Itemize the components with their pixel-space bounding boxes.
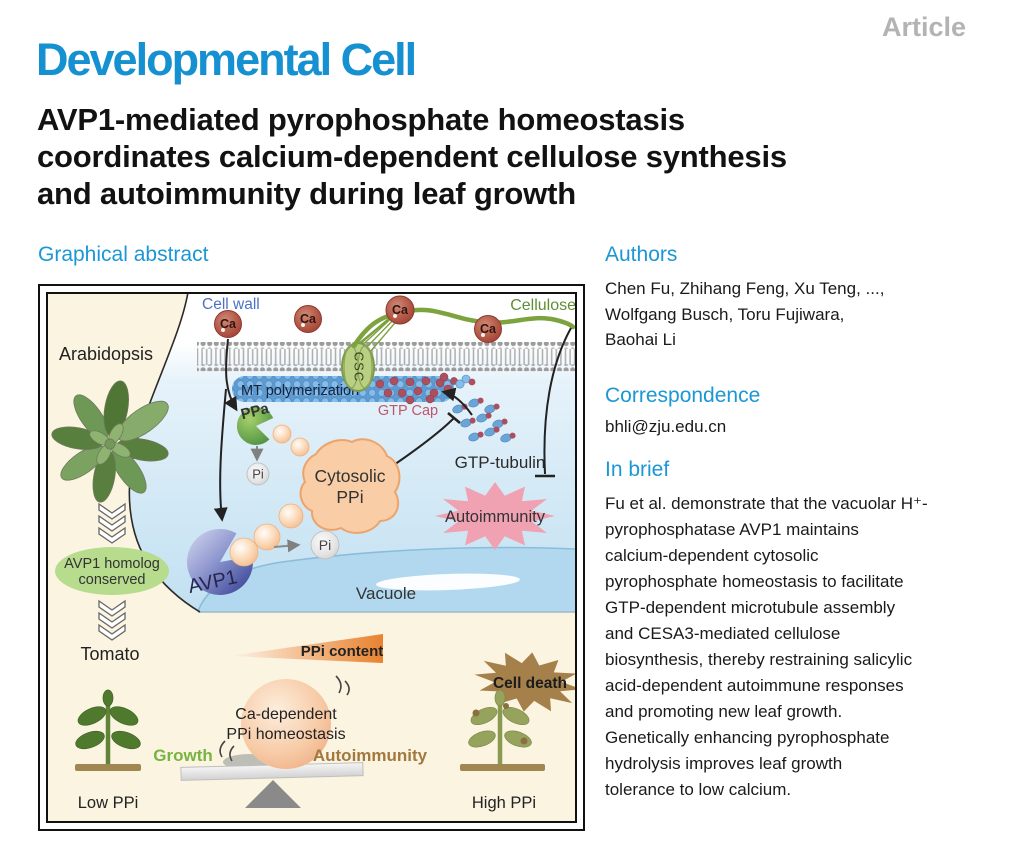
cytosolic-ppi-label-2: PPi xyxy=(336,487,363,507)
in-brief-heading: In brief xyxy=(605,458,670,481)
svg-text:Ca: Ca xyxy=(392,303,409,317)
cytosolic-ppi-pool xyxy=(299,438,401,534)
graphical-abstract-figure: Vacuole MT polymerizat xyxy=(48,294,575,821)
microtubule xyxy=(232,372,476,405)
gtp-cap-beads xyxy=(375,372,458,405)
ca-ion: Ca xyxy=(214,310,242,338)
correspondence-email: bhli@zju.edu.cn xyxy=(605,417,727,436)
high-ppi-label: High PPi xyxy=(472,794,536,812)
graphical-abstract-frame: Vacuole MT polymerizat xyxy=(38,284,585,831)
growth-label: Growth xyxy=(153,746,213,765)
pi-molecule: Pi xyxy=(310,530,340,560)
csc-label: CSC xyxy=(352,352,367,382)
ca-ion: Ca xyxy=(294,305,322,333)
cellulose-label: Cellulose xyxy=(510,297,575,314)
correspondence-section: Correspondence bhli@zju.edu.cn xyxy=(605,384,1009,437)
ppa-label: PPa xyxy=(239,400,271,424)
autoimmunity-balance-label: Autoimmunity xyxy=(313,746,428,765)
mt-polymerization-label: MT polymerization xyxy=(241,383,359,399)
in-brief-section: In brief Fu et al. demonstrate that the … xyxy=(605,458,1009,803)
pi-molecule: Pi xyxy=(246,462,270,486)
ppa-enzyme xyxy=(236,406,274,445)
autoimmunity-label: Autoimmunity xyxy=(445,508,546,526)
in-brief-text: Fu et al. demonstrate that the vacuolar … xyxy=(605,494,928,799)
homolog-label-1: AVP1 homolog xyxy=(64,556,160,572)
ppi-content-gradient xyxy=(230,634,383,663)
arabidopsis-plant xyxy=(51,380,169,503)
calcium-ions: Ca Ca Ca Ca xyxy=(214,295,502,343)
gtp-tubulin-cluster xyxy=(452,397,516,443)
svg-text:Ca: Ca xyxy=(300,312,317,326)
avp1-pump xyxy=(186,528,253,595)
vibration-marks xyxy=(219,675,350,762)
svg-text:Pi: Pi xyxy=(252,467,264,482)
ca-ion: Ca xyxy=(474,315,502,343)
article-type-label: Article xyxy=(881,12,966,42)
cytosolic-ppi-label-1: Cytosolic xyxy=(315,466,386,486)
graphical-abstract-heading: Graphical abstract xyxy=(38,243,209,266)
arabidopsis-label: Arabidopsis xyxy=(59,344,153,364)
balance-label-1: Ca-dependent xyxy=(235,706,337,723)
homolog-label-2: conserved xyxy=(79,572,146,588)
cell-death-label: Cell death xyxy=(493,675,567,692)
svg-text:Ca: Ca xyxy=(220,317,237,331)
author-names: Chen Fu, Zhihang Feng, Xu Teng, ..., Wol… xyxy=(605,279,885,349)
homeostasis-ball: Ca-dependent PPi homeostasis xyxy=(219,675,350,769)
low-ppi-label: Low PPi xyxy=(78,794,139,812)
csc-complex: CSC xyxy=(341,313,401,392)
zoom-callout-line xyxy=(128,294,201,613)
vacuole xyxy=(197,546,575,613)
paper-title: AVP1-mediated pyrophosphate homeostasis … xyxy=(37,102,787,211)
ppi-spheres xyxy=(253,424,310,551)
ca-ion: Ca xyxy=(385,295,415,325)
balance-fulcrum xyxy=(245,780,301,808)
gtp-cap-label: GTP Cap xyxy=(378,403,438,419)
correspondence-heading: Correspondence xyxy=(605,384,761,407)
cellulose-inhibit-line xyxy=(543,327,572,475)
svg-text:Ca: Ca xyxy=(480,322,497,336)
avp1-homolog-badge: AVP1 homolog conserved xyxy=(55,547,169,595)
tomato-label: Tomato xyxy=(80,644,139,664)
high-ppi-plant xyxy=(460,689,545,771)
journal-title: Developmental Cell xyxy=(36,34,417,85)
ppi-content-label: PPi content xyxy=(301,643,384,660)
cell-wall-label: Cell wall xyxy=(202,296,260,313)
tubulin-to-mt-arrow xyxy=(441,387,473,416)
vacuole-label: Vacuole xyxy=(356,584,416,603)
authors-heading: Authors xyxy=(605,243,678,266)
balance-label-2: PPi homeostasis xyxy=(226,726,345,743)
vacuole-highlight xyxy=(376,573,520,591)
svg-text:Pi: Pi xyxy=(319,537,331,553)
gtp-tubulin-label: GTP-tubulin xyxy=(455,453,546,472)
authors-section: Authors Chen Fu, Zhihang Feng, Xu Teng, … xyxy=(605,243,1009,353)
low-ppi-plant xyxy=(75,689,141,771)
plasma-membrane xyxy=(197,342,575,372)
